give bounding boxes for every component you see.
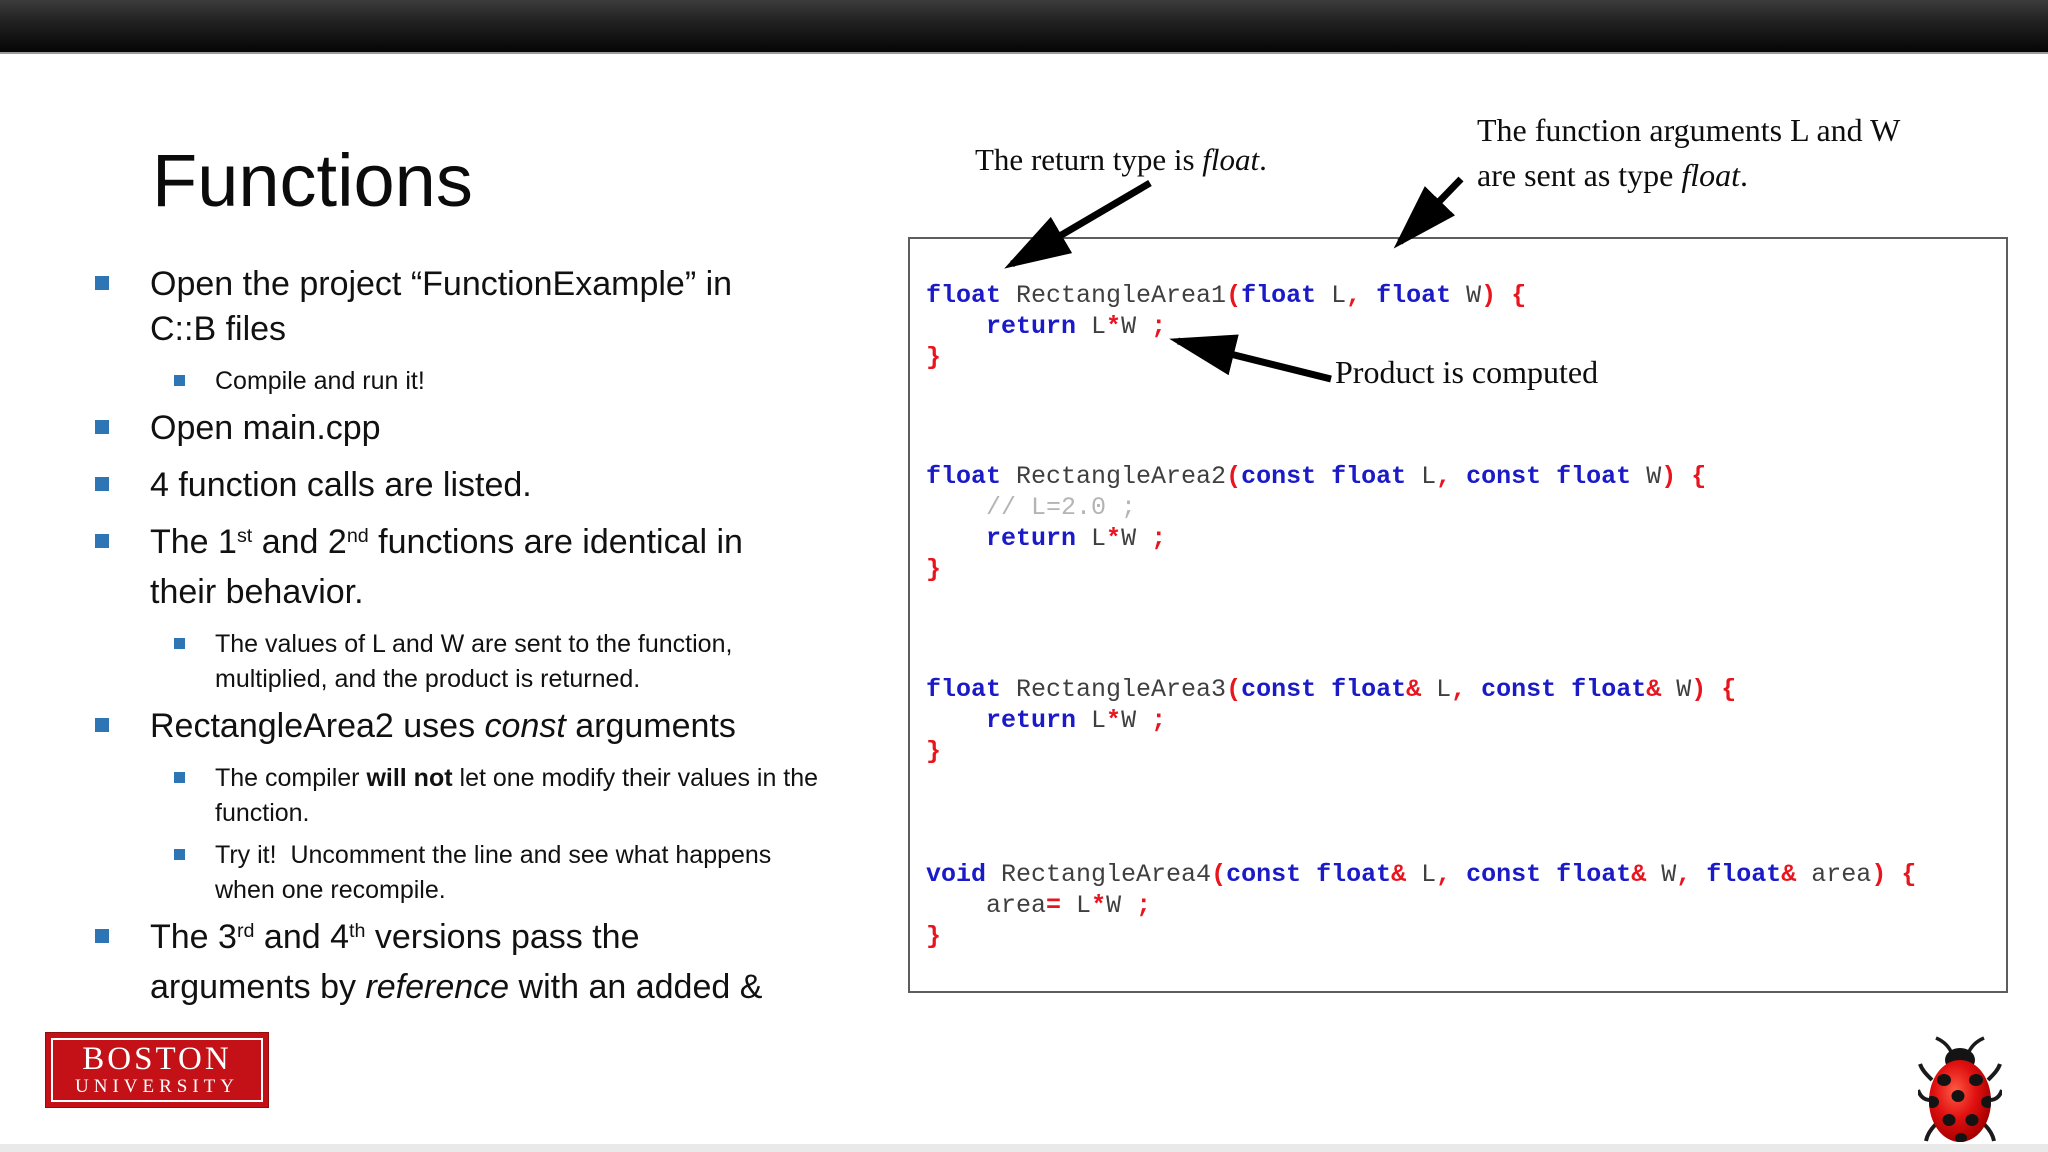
- text-run: are sent as type: [1477, 157, 1682, 193]
- code-line: area= L*W ;: [926, 891, 1152, 920]
- annotation-product: Product is computed: [1335, 352, 1598, 392]
- bottom-edge: [0, 1144, 2048, 1152]
- code-line: void RectangleArea4(const float& L, cons…: [926, 860, 1917, 889]
- bullet-item: Try it! Uncomment the line and see what …: [172, 838, 913, 908]
- bullet-text: The values of L and W are sent to the fu…: [215, 627, 732, 697]
- text-run: The function arguments L and W: [1477, 112, 1901, 148]
- arrow-arguments-icon: [1393, 176, 1464, 249]
- text-run: rd: [236, 920, 255, 943]
- bullet-item: The compiler will not let one modify the…: [172, 761, 913, 831]
- letterbox-top-bar: [0, 0, 2048, 54]
- bullet-square-icon: [95, 718, 109, 732]
- text-run: Compile and run it!: [215, 367, 425, 395]
- text-run: Open main.cpp: [150, 409, 381, 447]
- logo-line1: BOSTON: [82, 1041, 232, 1077]
- text-run: const: [484, 707, 566, 745]
- boston-university-logo: BOSTON UNIVERSITY: [45, 1032, 269, 1108]
- page-title: Functions: [152, 139, 473, 222]
- text-run: functions are identical in: [368, 523, 743, 561]
- text-run: and 4: [254, 918, 350, 956]
- text-run: multiplied, and the product is returned.: [215, 665, 641, 693]
- bullet-text: The 1st and 2nd functions are identical …: [150, 520, 743, 615]
- text-run: float: [1202, 142, 1260, 177]
- text-run: The compiler: [215, 764, 367, 792]
- text-run: arguments: [565, 707, 736, 745]
- code-line: return L*W ;: [986, 524, 1167, 553]
- text-run: function.: [215, 799, 310, 827]
- bullet-item: RectangleArea2 uses const arguments: [93, 704, 913, 749]
- text-run: The values of L and W are sent to the fu…: [215, 630, 733, 658]
- code-line: return L*W ;: [986, 312, 1167, 341]
- code-block: float RectangleArea3(const float& L, con…: [926, 674, 1736, 767]
- boston-university-logo-inner: BOSTON UNIVERSITY: [51, 1038, 263, 1102]
- code-block: float RectangleArea2(const float L, cons…: [926, 461, 1706, 585]
- bullet-text: 4 function calls are listed.: [150, 463, 532, 508]
- text-run: with an added &: [509, 968, 763, 1006]
- text-run: C::B files: [150, 310, 287, 348]
- text-run: 4 function calls are listed.: [150, 466, 532, 504]
- bullet-square-icon: [95, 929, 109, 943]
- text-run: .: [1259, 142, 1267, 177]
- text-run: when one recompile.: [215, 876, 446, 904]
- text-run: arguments by: [150, 968, 366, 1006]
- bullet-item: Compile and run it!: [172, 364, 913, 399]
- bullet-text: Compile and run it!: [215, 364, 425, 399]
- bullet-square-icon: [174, 849, 185, 860]
- code-block: float RectangleArea1(float L, float W) {…: [926, 280, 1526, 373]
- bullet-item: 4 function calls are listed.: [93, 463, 913, 508]
- text-run: The 1: [150, 523, 237, 561]
- bullet-item: Open main.cpp: [93, 406, 913, 451]
- ladybug-icon: [1918, 1036, 2002, 1142]
- bullet-square-icon: [95, 534, 109, 548]
- bullet-text: The compiler will not let one modify the…: [215, 761, 818, 831]
- bullet-item: The values of L and W are sent to the fu…: [172, 627, 913, 697]
- code-line: float RectangleArea3(const float& L, con…: [926, 675, 1737, 704]
- text-run: .: [1740, 157, 1749, 193]
- code-panel: float RectangleArea1(float L, float W) {…: [908, 237, 2008, 993]
- code-line: float RectangleArea2(const float L, cons…: [926, 462, 1707, 491]
- bullet-square-icon: [174, 638, 185, 649]
- annotation-return-type: The return type is float.: [975, 140, 1267, 180]
- text-run: Open the project “FunctionExample” in: [150, 265, 733, 303]
- bullet-text: Try it! Uncomment the line and see what …: [215, 838, 771, 908]
- code-line: }: [926, 343, 942, 372]
- code-line: float RectangleArea1(float L, float W) {: [926, 281, 1527, 310]
- bullet-item: The 3rd and 4th versions pass the argumen…: [93, 915, 913, 1010]
- bullet-square-icon: [174, 772, 185, 783]
- bullet-square-icon: [95, 420, 109, 434]
- code-line: return L*W ;: [986, 706, 1167, 735]
- bullet-text: Open main.cpp: [150, 406, 381, 451]
- text-run: reference: [365, 968, 510, 1006]
- code-line: // L=2.0 ;: [926, 493, 1137, 522]
- text-run: versions pass the: [365, 918, 640, 956]
- logo-line2: UNIVERSITY: [75, 1076, 239, 1097]
- code-line: }: [926, 737, 942, 766]
- text-run: Try it! Uncomment the line and see what …: [215, 841, 772, 869]
- bullet-text: RectangleArea2 uses const arguments: [150, 704, 736, 749]
- bullet-item: The 1st and 2nd functions are identical …: [93, 520, 913, 615]
- text-run: nd: [346, 525, 369, 548]
- text-run: their behavior.: [150, 573, 364, 611]
- text-run: and 2: [252, 523, 347, 561]
- code-line: }: [926, 922, 942, 951]
- text-run: th: [349, 920, 366, 943]
- text-run: will not: [366, 764, 453, 792]
- bullet-square-icon: [95, 276, 109, 290]
- bullet-square-icon: [95, 477, 109, 491]
- text-run: RectangleArea2 uses: [150, 707, 485, 745]
- bullet-text: The 3rd and 4th versions pass the argumen…: [150, 915, 762, 1010]
- text-run: st: [236, 525, 253, 548]
- text-run: float: [1681, 157, 1741, 193]
- text-run: The 3: [150, 918, 237, 956]
- code-line: }: [926, 555, 942, 584]
- code-block: void RectangleArea4(const float& L, cons…: [926, 859, 1916, 952]
- text-run: The return type is: [975, 142, 1203, 177]
- bullet-square-icon: [174, 375, 185, 386]
- annotation-arguments: The function arguments L and W are sent a…: [1477, 108, 1900, 198]
- text-run: Product is computed: [1335, 354, 1599, 390]
- text-run: let one modify their values in the: [452, 764, 819, 792]
